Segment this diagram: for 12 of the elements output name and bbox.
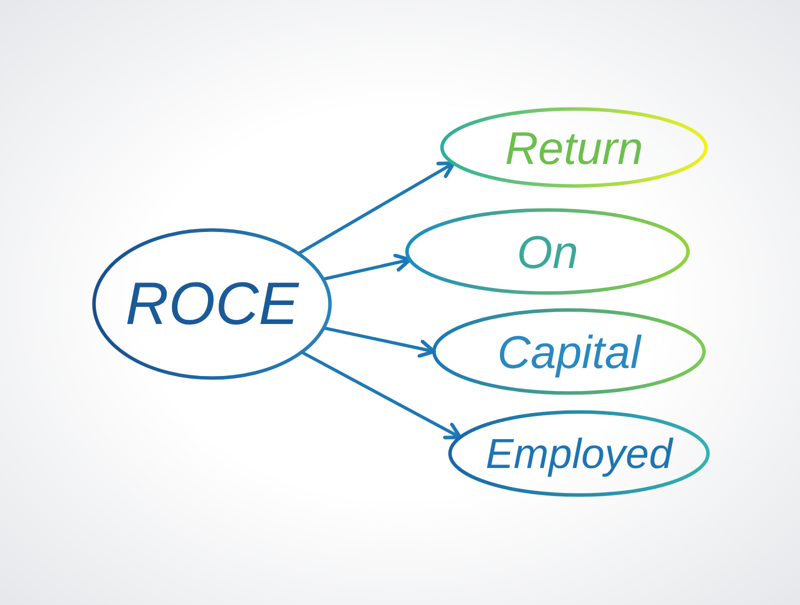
node-label: On	[516, 228, 578, 274]
arrow	[296, 161, 456, 256]
oval-node	[405, 208, 690, 295]
oval-node	[448, 410, 710, 497]
node-label: Employed	[486, 432, 672, 474]
node-label: ROCE	[125, 274, 299, 334]
oval-node	[432, 308, 706, 395]
arrow	[322, 254, 412, 281]
arrow	[300, 350, 462, 440]
oval-node	[92, 228, 332, 380]
oval-node	[440, 107, 708, 188]
node-label: Return	[504, 124, 644, 170]
